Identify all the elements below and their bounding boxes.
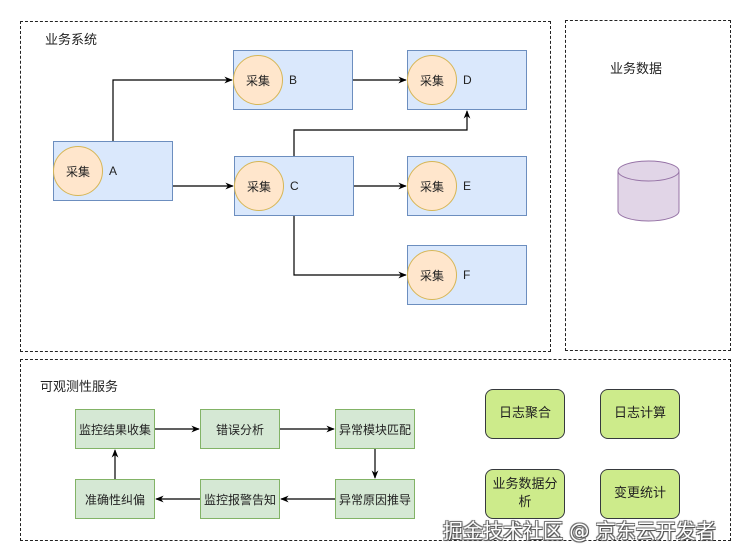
- service-node-c[interactable]: 采集 C: [234, 156, 354, 216]
- watermark: 掘金技术社区 @ 京东云开发者: [443, 519, 716, 543]
- service-node-label: D: [463, 73, 472, 87]
- collector-badge: 采集: [233, 55, 283, 105]
- business-system-title: 业务系统: [45, 33, 98, 48]
- collector-badge: 采集: [234, 161, 284, 211]
- service-node-a[interactable]: 采集 A: [53, 141, 173, 201]
- collector-badge: 采集: [407, 161, 457, 211]
- process-step-collect-results[interactable]: 监控结果收集: [75, 409, 155, 449]
- collector-badge: 采集: [53, 146, 103, 196]
- process-step-module-matching[interactable]: 异常模块匹配: [335, 409, 415, 449]
- observability-service-container: [20, 359, 731, 541]
- observability-service-title: 可观测性服务: [40, 380, 119, 395]
- service-node-f[interactable]: 采集 F: [407, 245, 527, 305]
- service-node-label: E: [463, 179, 472, 193]
- service-node-b[interactable]: 采集 B: [233, 50, 353, 110]
- capability-log-computation[interactable]: 日志计算: [600, 389, 680, 439]
- process-step-error-analysis[interactable]: 错误分析: [200, 409, 280, 449]
- business-data-title: 业务数据: [610, 62, 663, 77]
- service-node-label: A: [109, 164, 118, 178]
- service-node-label: B: [289, 73, 298, 87]
- service-node-e[interactable]: 采集 E: [407, 156, 527, 216]
- capability-business-data-analysis[interactable]: 业务数据分析: [485, 469, 565, 519]
- process-step-accuracy-correction[interactable]: 准确性纠偏: [75, 479, 155, 519]
- collector-badge: 采集: [407, 55, 457, 105]
- collector-badge: 采集: [407, 250, 457, 300]
- service-node-label: F: [463, 268, 471, 282]
- capability-log-aggregation[interactable]: 日志聚合: [485, 389, 565, 439]
- process-step-alert-notify[interactable]: 监控报警告知: [200, 479, 280, 519]
- process-step-cause-inference[interactable]: 异常原因推导: [335, 479, 415, 519]
- business-data-container: [565, 20, 731, 351]
- service-node-d[interactable]: 采集 D: [407, 50, 527, 110]
- business-system-container: [20, 21, 551, 352]
- capability-change-statistics[interactable]: 变更统计: [600, 469, 680, 519]
- service-node-label: C: [290, 179, 299, 193]
